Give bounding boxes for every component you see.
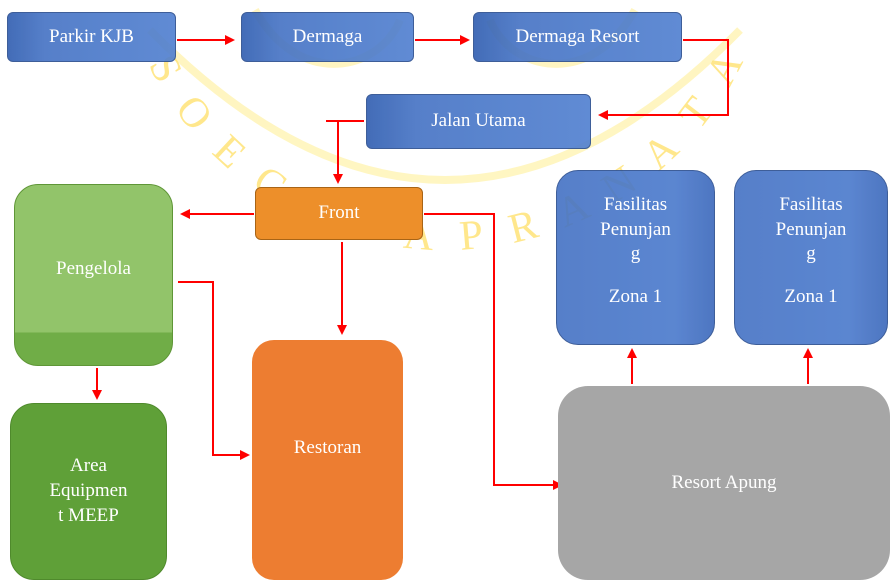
watermark-letter: O bbox=[166, 87, 221, 139]
node-fasilitas-penunjang-2: Fasilitas Penunjan g Zona 1 bbox=[734, 170, 888, 345]
node-jalan-utama: Jalan Utama bbox=[366, 94, 591, 149]
fasilitas-1-zone: Zona 1 bbox=[608, 286, 663, 308]
fasilitas-2-title: Fasilitas Penunjan g bbox=[775, 194, 847, 265]
node-area-equipment-label: Area Equipmen t MEEP bbox=[49, 455, 128, 526]
node-dermaga-resort: Dermaga Resort bbox=[473, 12, 682, 62]
watermark-letter: E bbox=[204, 126, 254, 177]
node-resort-apung: Resort Apung bbox=[558, 386, 890, 580]
fasilitas-1-title: Fasilitas Penunjan g bbox=[600, 194, 671, 265]
watermark-letter: T bbox=[670, 89, 722, 137]
watermark-letter: A bbox=[697, 44, 752, 93]
node-restoran: Restoran bbox=[252, 340, 403, 580]
node-resort-apung-label: Resort Apung bbox=[671, 471, 777, 493]
watermark-letter: P bbox=[458, 212, 485, 260]
node-dermaga-resort-label: Dermaga Resort bbox=[515, 25, 640, 47]
node-restoran-label: Restoran bbox=[293, 437, 362, 458]
node-dermaga-label: Dermaga bbox=[292, 25, 363, 47]
node-front-label: Front bbox=[318, 202, 360, 224]
node-front: Front bbox=[255, 187, 423, 240]
node-dermaga: Dermaga bbox=[241, 12, 414, 62]
node-parkir-kjb: Parkir KJB bbox=[7, 12, 176, 62]
fasilitas-2-zone: Zona 1 bbox=[784, 286, 838, 308]
node-pengelola: Pengelola bbox=[14, 184, 173, 366]
node-pengelola-label: Pengelola bbox=[56, 258, 131, 279]
watermark-letter: R bbox=[504, 201, 543, 252]
node-fasilitas-penunjang-1: Fasilitas Penunjan g Zona 1 bbox=[556, 170, 715, 345]
node-parkir-kjb-label: Parkir KJB bbox=[49, 25, 134, 47]
node-area-equipment: Area Equipmen t MEEP bbox=[10, 403, 167, 580]
node-jalan-utama-label: Jalan Utama bbox=[431, 110, 526, 132]
